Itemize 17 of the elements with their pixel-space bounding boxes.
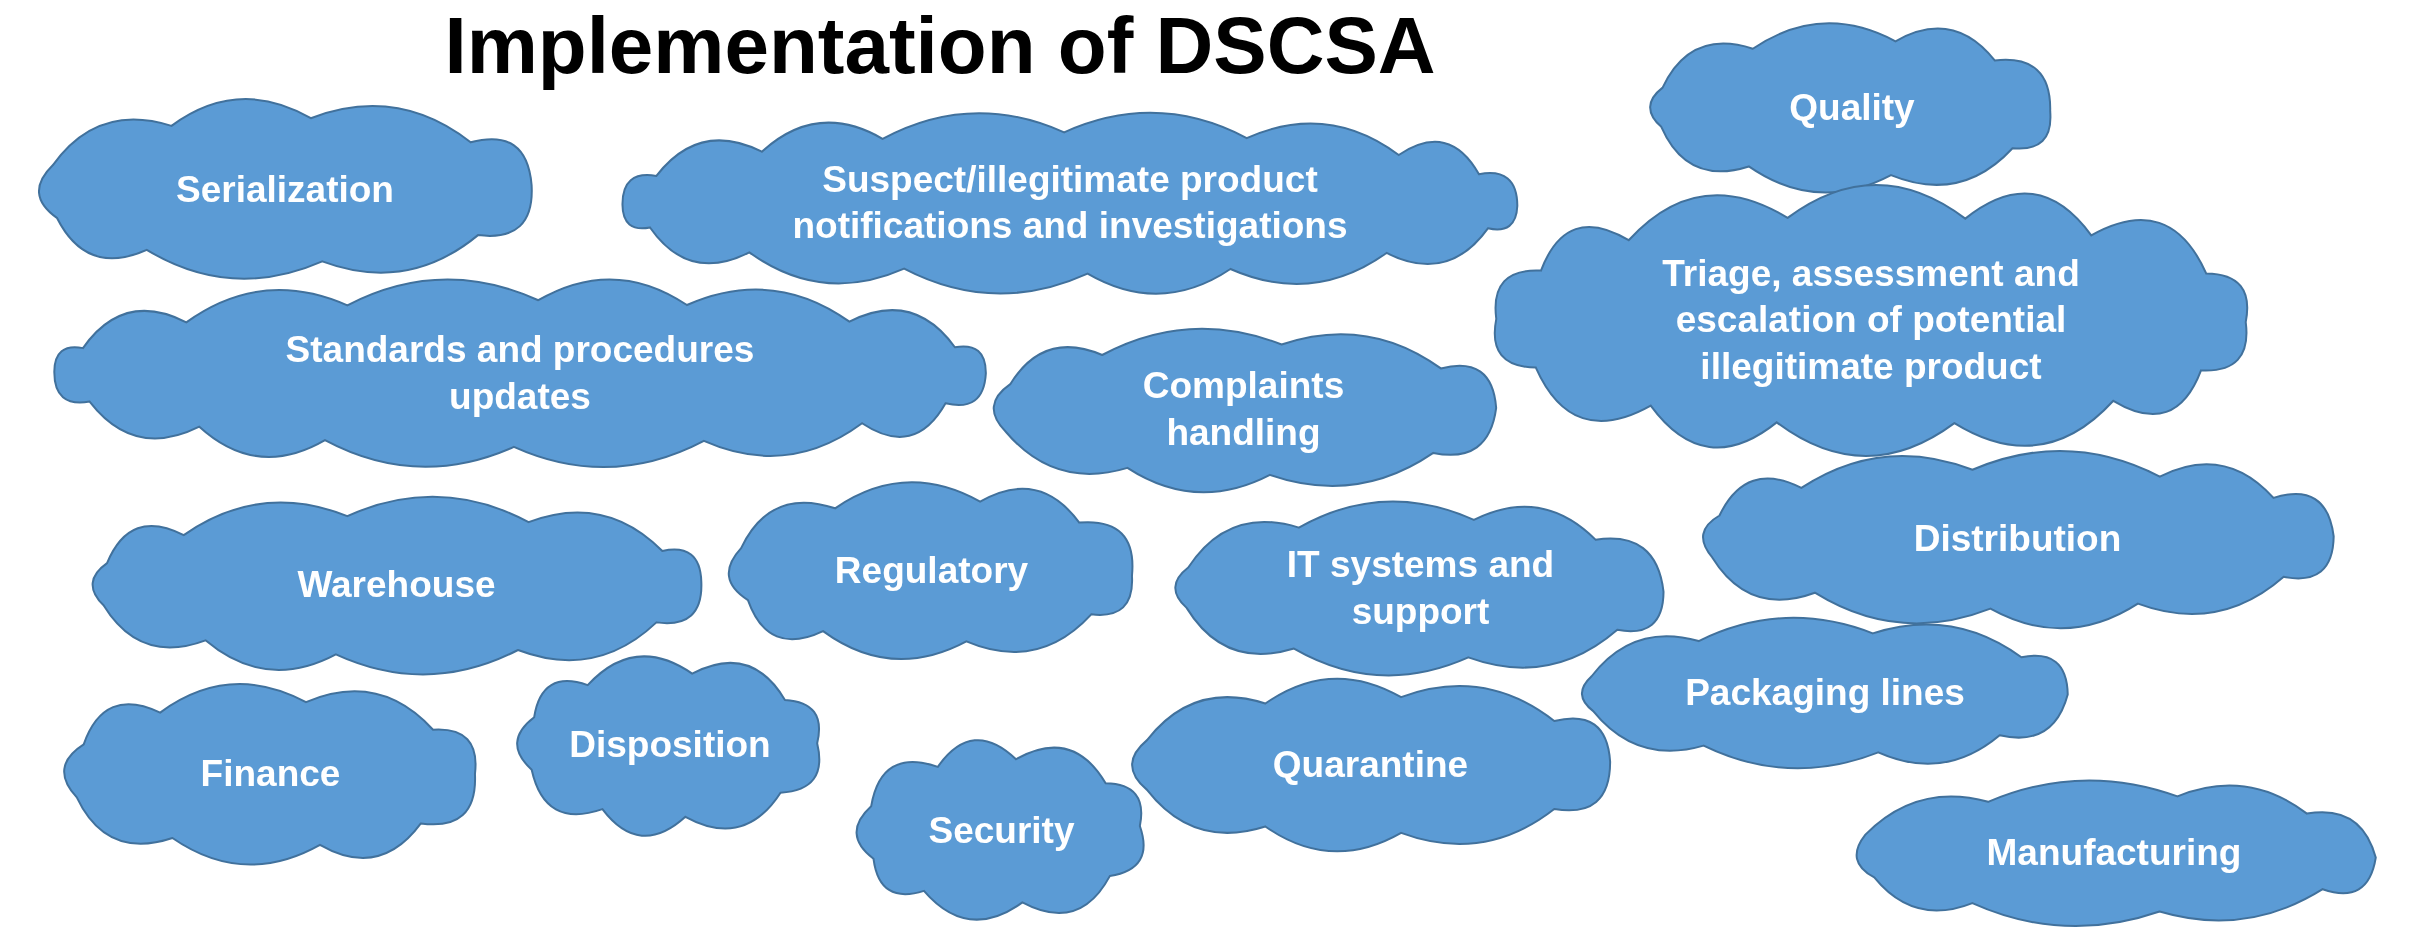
cloud-label: Quality (1789, 85, 1915, 130)
cloud-label: Suspect/illegitimate product notifications and investigations (791, 157, 1349, 248)
cloud-label: Security (928, 808, 1075, 853)
cloud-label: Disposition (569, 722, 771, 767)
cloud-label: Manufacturing (1986, 831, 2242, 876)
cloud-label: Quarantine (1272, 742, 1469, 787)
cloud-label: Serialization (176, 167, 394, 212)
cloud-label: Finance (200, 751, 341, 796)
cloud-label: Distribution (1913, 516, 2122, 561)
cloud-label: Regulatory (834, 548, 1029, 593)
diagram-title: Implementation of DSCSA (443, 0, 1437, 92)
cloud-label: Standards and procedures updates (284, 328, 756, 419)
cloud-label: Warehouse (297, 563, 496, 608)
cloud-label: IT systems and support (1285, 543, 1556, 634)
cloud-label: Packaging lines (1685, 670, 1965, 715)
cloud-label: Triage, assessment and escalation of potential illegitimate product (1661, 252, 2081, 389)
cloud-label: Complaints handling (1141, 364, 1346, 455)
